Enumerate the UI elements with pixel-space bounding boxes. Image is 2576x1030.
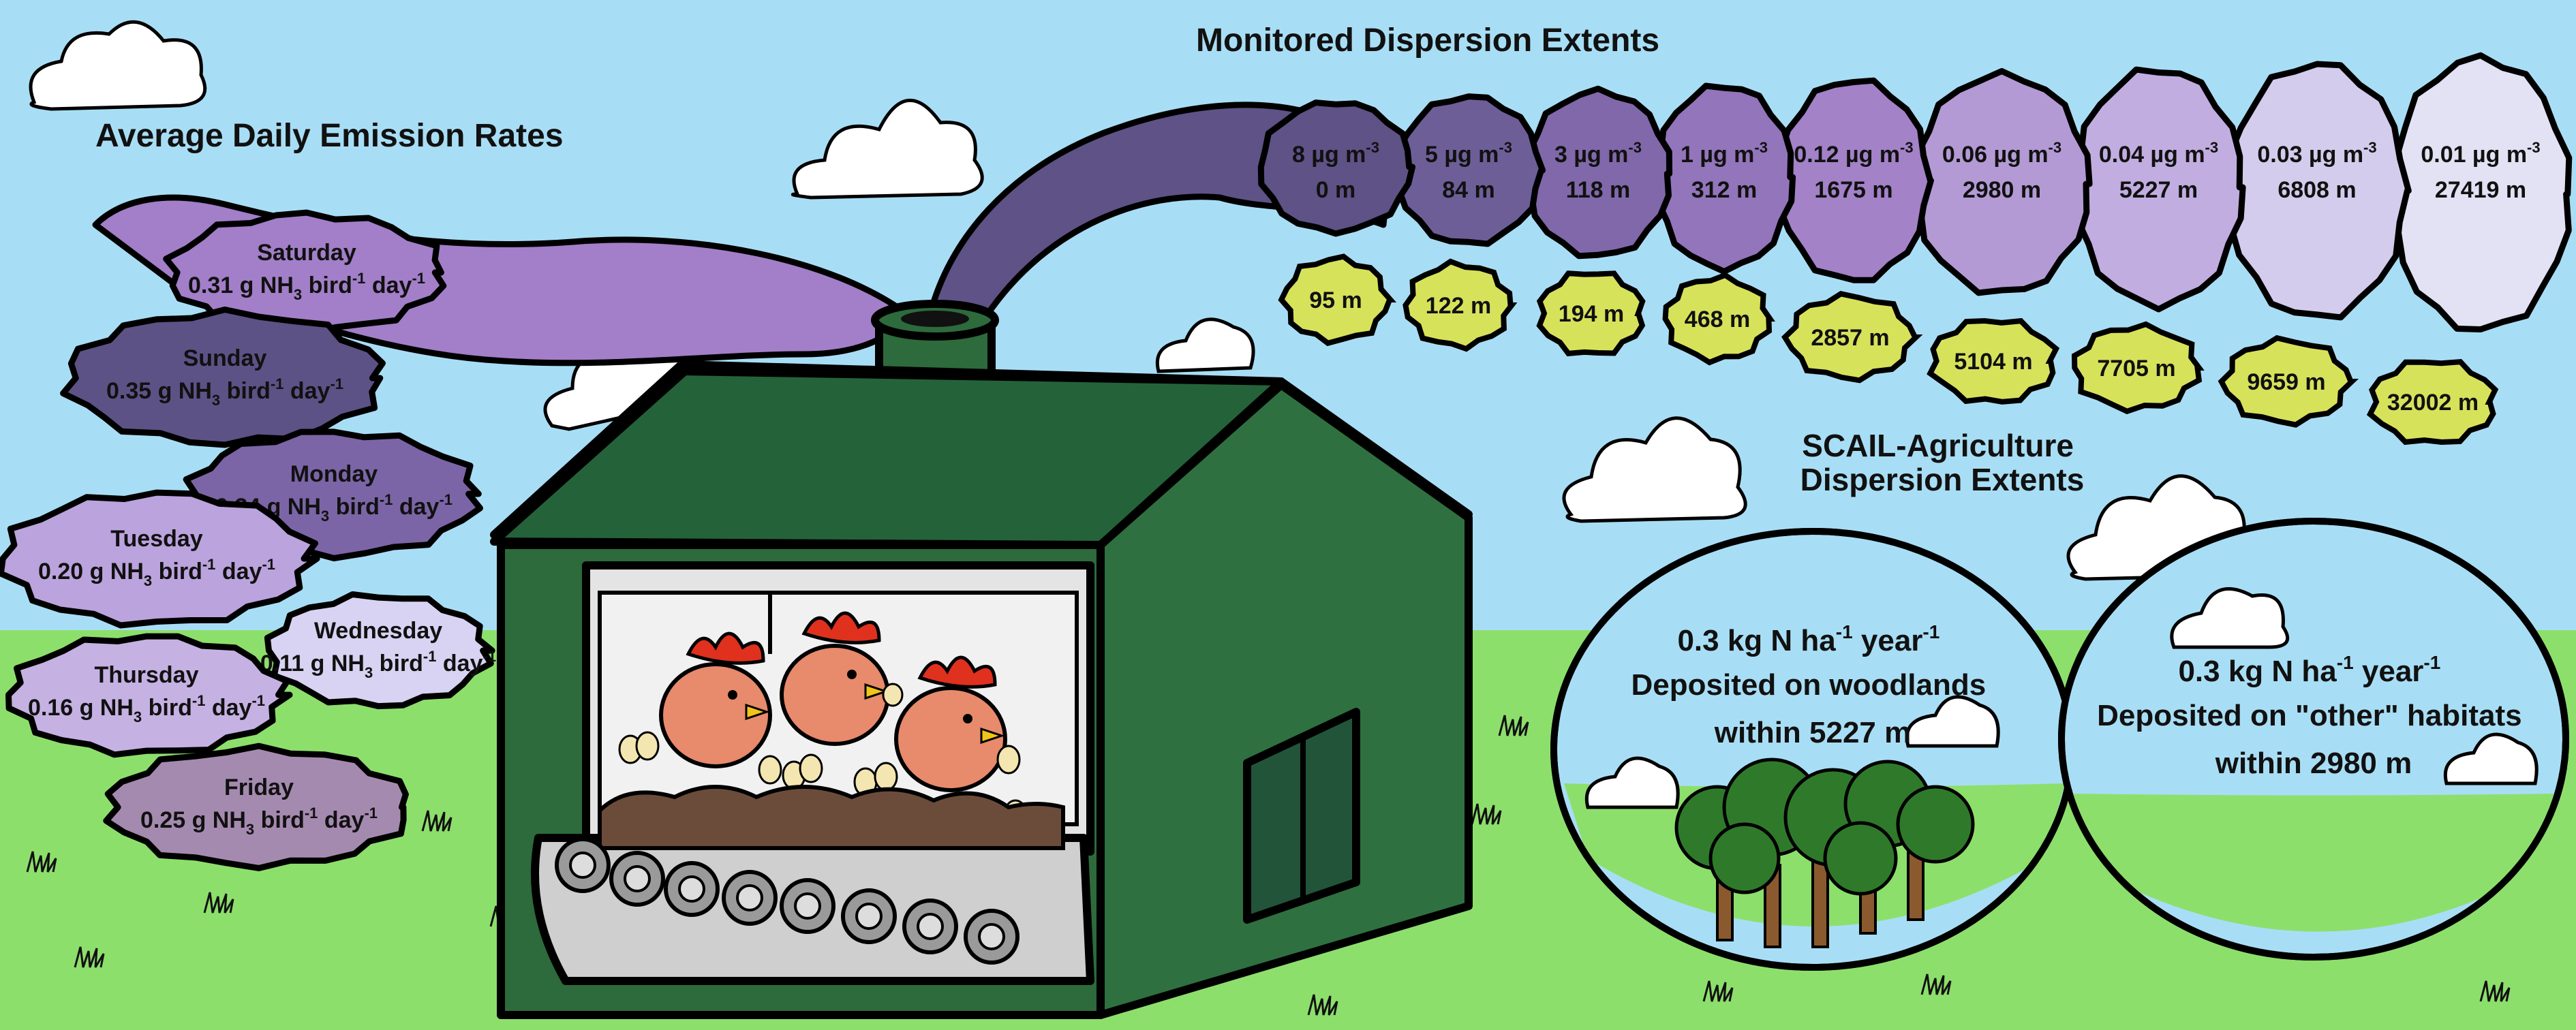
scail-distance-label: 7705 m xyxy=(2097,356,2175,381)
monitored-cloud: 0.03 µg m-3 6808 m xyxy=(2226,61,2412,321)
scail-dispersion-blobs: 95 m 122 m 194 m 468 m 2857 m 5104 m 7705 m 965… xyxy=(1278,253,2499,446)
scail-distance-blob: 7705 m xyxy=(2071,321,2205,415)
trees-icon xyxy=(1674,758,1975,948)
monitored-concentration-label: 0.03 µg m-3 xyxy=(2257,139,2376,168)
woodland-distance-label: within 5227 m xyxy=(1714,716,1912,749)
emission-rate-label: 0.31 g NH3 bird-1 day-1 xyxy=(188,270,425,303)
other-habitat-deposition-circle: 0.3 kg N ha-1 year-1 Deposited on "other… xyxy=(2058,518,2569,961)
monitored-distance-label: 2980 m xyxy=(1963,177,2041,203)
woodland-deposition-circle: 0.3 kg N ha-1 year-1 Deposited on woodla… xyxy=(1550,528,2075,971)
woodland-habitat-label: Deposited on woodlands xyxy=(1631,668,1987,702)
hen-icon xyxy=(780,611,890,746)
monitored-distance-label: 27419 m xyxy=(2435,177,2526,203)
monitored-concentration-label: 0.12 µg m-3 xyxy=(1794,139,1913,168)
scail-distance-label: 32002 m xyxy=(2387,390,2479,416)
emission-cloud-saturday: Saturday 0.31 g NH3 bird-1 day-1 xyxy=(163,209,447,337)
emission-rates-title: Average Daily Emission Rates xyxy=(95,118,564,154)
cloud-icon xyxy=(29,20,207,111)
scail-distance-label: 9659 m xyxy=(2247,369,2325,395)
monitored-distance-label: 118 m xyxy=(1566,177,1631,203)
emission-cloud-sunday: Sunday 0.35 g NH3 bird-1 day-1 xyxy=(60,307,386,448)
monitored-distance-label: 6808 m xyxy=(2278,177,2356,203)
cloud-icon xyxy=(1905,695,2000,748)
scail-distance-blob: 468 m xyxy=(1662,272,1775,366)
monitored-cloud: 3 µg m-3 118 m xyxy=(1521,85,1673,260)
monitored-concentration-label: 8 µg m-3 xyxy=(1292,139,1379,168)
monitored-cloud: 5 µg m-3 84 m xyxy=(1394,93,1546,247)
scail-distance-label: 194 m xyxy=(1559,301,1624,327)
other-distance-label: within 2980 m xyxy=(2215,747,2412,780)
monitored-cloud: 0.06 µg m-3 2980 m xyxy=(1910,67,2093,296)
scail-distance-blob: 2857 m xyxy=(1781,291,1923,384)
scail-title: SCAIL-Agriculture Dispersion Extents xyxy=(1800,428,2085,497)
manure-conveyor xyxy=(531,785,1094,985)
scail-distance-blob: 194 m xyxy=(1536,270,1646,357)
hen-icon xyxy=(894,655,1007,792)
emission-rate-label: 0.25 g NH3 bird-1 day-1 xyxy=(140,805,378,838)
other-rate-text: 0.3 kg N ha xyxy=(2178,655,2337,688)
emission-day-label: Tuesday xyxy=(110,526,203,552)
monitored-concentration-label: 0.04 µg m-3 xyxy=(2099,139,2218,168)
monitored-distance-label: 1675 m xyxy=(1814,177,1892,203)
emission-rate-label: 0.16 g NH3 bird-1 day-1 xyxy=(28,692,265,725)
monitored-distance-label: 0 m xyxy=(1316,177,1356,203)
cloud-icon xyxy=(2170,587,2290,649)
monitored-dispersion-title: Monitored Dispersion Extents xyxy=(1196,22,1659,59)
monitored-dispersion-clouds: 0.01 µg m-3 27419 m 0.03 µg m-3 6808 m 0.04 … xyxy=(1257,52,2573,332)
emission-rate-label: 0.20 g NH3 bird-1 day-1 xyxy=(38,556,275,589)
svg-text:0.3 kg N ha-1 year-1 Dep: 0.3 kg N ha-1 year-1 Deposited on "other… xyxy=(2097,642,2530,780)
emission-cloud-thursday: Thursday 0.16 g NH3 bird-1 day-1 xyxy=(5,633,293,758)
emission-cloud-tuesday: Tuesday 0.20 g NH3 bird-1 day-1 xyxy=(0,489,320,629)
monitored-cloud: 0.12 µg m-3 1675 m xyxy=(1776,77,1934,283)
emission-day-label: Thursday xyxy=(94,662,198,688)
emission-cloud-friday: Friday 0.25 g NH3 bird-1 day-1 xyxy=(103,743,409,871)
scail-distance-label: 2857 m xyxy=(1811,325,1889,351)
cloud-icon xyxy=(2443,732,2539,785)
monitored-cloud: 0.01 µg m-3 27419 m xyxy=(2386,52,2573,332)
emission-day-label: Wednesday xyxy=(314,618,442,644)
scail-distance-label: 95 m xyxy=(1309,287,1362,313)
monitored-concentration-label: 3 µg m-3 xyxy=(1554,139,1642,168)
monitored-cloud: 8 µg m-3 0 m xyxy=(1257,99,1416,237)
monitored-cloud: 0.04 µg m-3 5227 m xyxy=(2070,66,2246,313)
cloud-icon xyxy=(791,98,984,200)
cloud-icon xyxy=(1155,317,1255,373)
scail-distance-blob: 122 m xyxy=(1402,258,1518,352)
emission-rate-label: 0.35 g NH3 bird-1 day-1 xyxy=(106,375,343,409)
emission-rate-label: 0.11 g NH3 bird-1 day-1 xyxy=(260,648,496,681)
monitored-concentration-label: 0.06 µg m-3 xyxy=(1942,139,2061,168)
svg-text:0.3 kg N ha-1 year-1 Dep: 0.3 kg N ha-1 year-1 Deposited on woodla… xyxy=(1631,612,1995,749)
monitored-concentration-label: 5 µg m-3 xyxy=(1425,139,1512,168)
emission-day-label: Monday xyxy=(290,461,378,487)
cloud-icon xyxy=(1562,416,1747,523)
barn-side-wall xyxy=(1097,381,1473,1019)
scail-distance-blob: 9659 m xyxy=(2218,334,2359,428)
monitored-distance-label: 5227 m xyxy=(2119,177,2198,203)
scail-distance-label: 5104 m xyxy=(1954,349,2032,375)
monitored-concentration-label: 0.01 µg m-3 xyxy=(2421,139,2540,168)
emission-day-label: Friday xyxy=(224,775,294,800)
monitored-cloud: 1 µg m-3 312 m xyxy=(1651,82,1796,275)
scail-distance-blob: 95 m xyxy=(1278,253,1397,347)
poultry-barn xyxy=(490,360,1473,1019)
emission-day-label: Saturday xyxy=(257,240,356,266)
monitored-distance-label: 84 m xyxy=(1442,177,1495,203)
monitored-concentration-label: 1 µg m-3 xyxy=(1681,139,1768,168)
scail-distance-blob: 32002 m xyxy=(2366,358,2499,446)
scail-distance-label: 122 m xyxy=(1426,293,1491,319)
scail-distance-blob: 5104 m xyxy=(1927,317,2060,405)
hen-icon xyxy=(659,631,772,768)
woodland-rate-text: 0.3 kg N ha xyxy=(1677,624,1836,657)
emission-day-label: Sunday xyxy=(183,345,267,371)
monitored-distance-label: 312 m xyxy=(1691,177,1757,203)
other-habitat-label: Deposited on "other" habitats xyxy=(2097,699,2522,732)
cloud-icon xyxy=(1584,756,1680,809)
emission-cloud-wednesday: Wednesday 0.11 g NH3 bird-1 day-1 xyxy=(260,591,496,710)
scail-distance-label: 468 m xyxy=(1685,307,1750,332)
